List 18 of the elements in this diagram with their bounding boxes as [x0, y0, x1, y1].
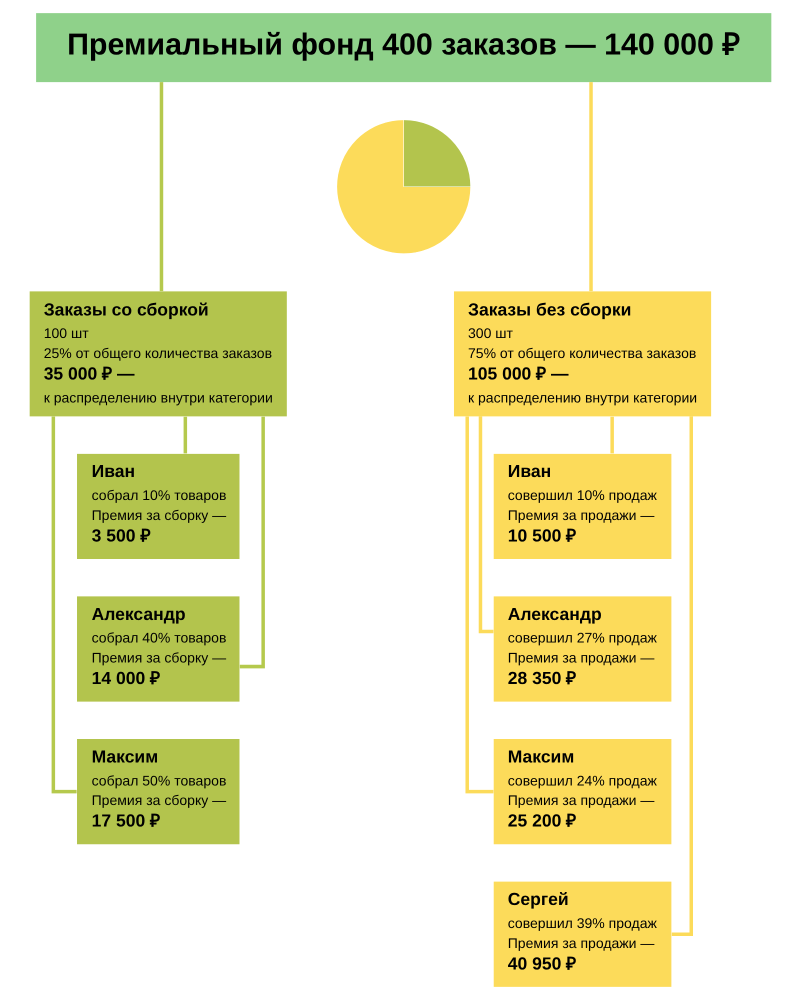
connector [51, 416, 76, 794]
connector [478, 416, 493, 634]
connector [159, 82, 163, 292]
connector [239, 416, 264, 668]
node-box: Иван совершил 10% продаж Премия за продажи — 10 500 ₽ [493, 454, 671, 560]
connector [610, 416, 614, 454]
connector [183, 416, 187, 454]
node-box: Заказы без сборки 300 шт 75% от общего количества заказов 105 000 ₽ — к распределению внутри категории [453, 291, 711, 416]
node-box: Иван собрал 10% товаров Премия за сборку — 3 500 ₽ [76, 454, 239, 560]
node-box: Максим собрал 50% товаров Премия за сборку — 17 500 ₽ [76, 739, 239, 844]
node-box: Александр собрал 40% товаров Премия за сборку — 14 000 ₽ [76, 596, 239, 702]
connector [588, 82, 592, 292]
node-box: Премиальный фонд 400 заказов — 140 000 ₽ [36, 13, 771, 82]
node-box: Максим совершил 24% продаж Премия за продажи — 25 200 ₽ [493, 739, 671, 844]
node-box: Заказы со сборкой 100 шт 25% от общего количества заказов 35 000 ₽ — к распределению внутри категории [29, 291, 286, 416]
node-box: Сергей совершил 39% продаж Премия за продажи — 40 950 ₽ [493, 882, 671, 987]
node-box: Александр совершил 27% продаж Премия за продажи — 28 350 ₽ [493, 596, 671, 702]
connector [464, 416, 493, 794]
